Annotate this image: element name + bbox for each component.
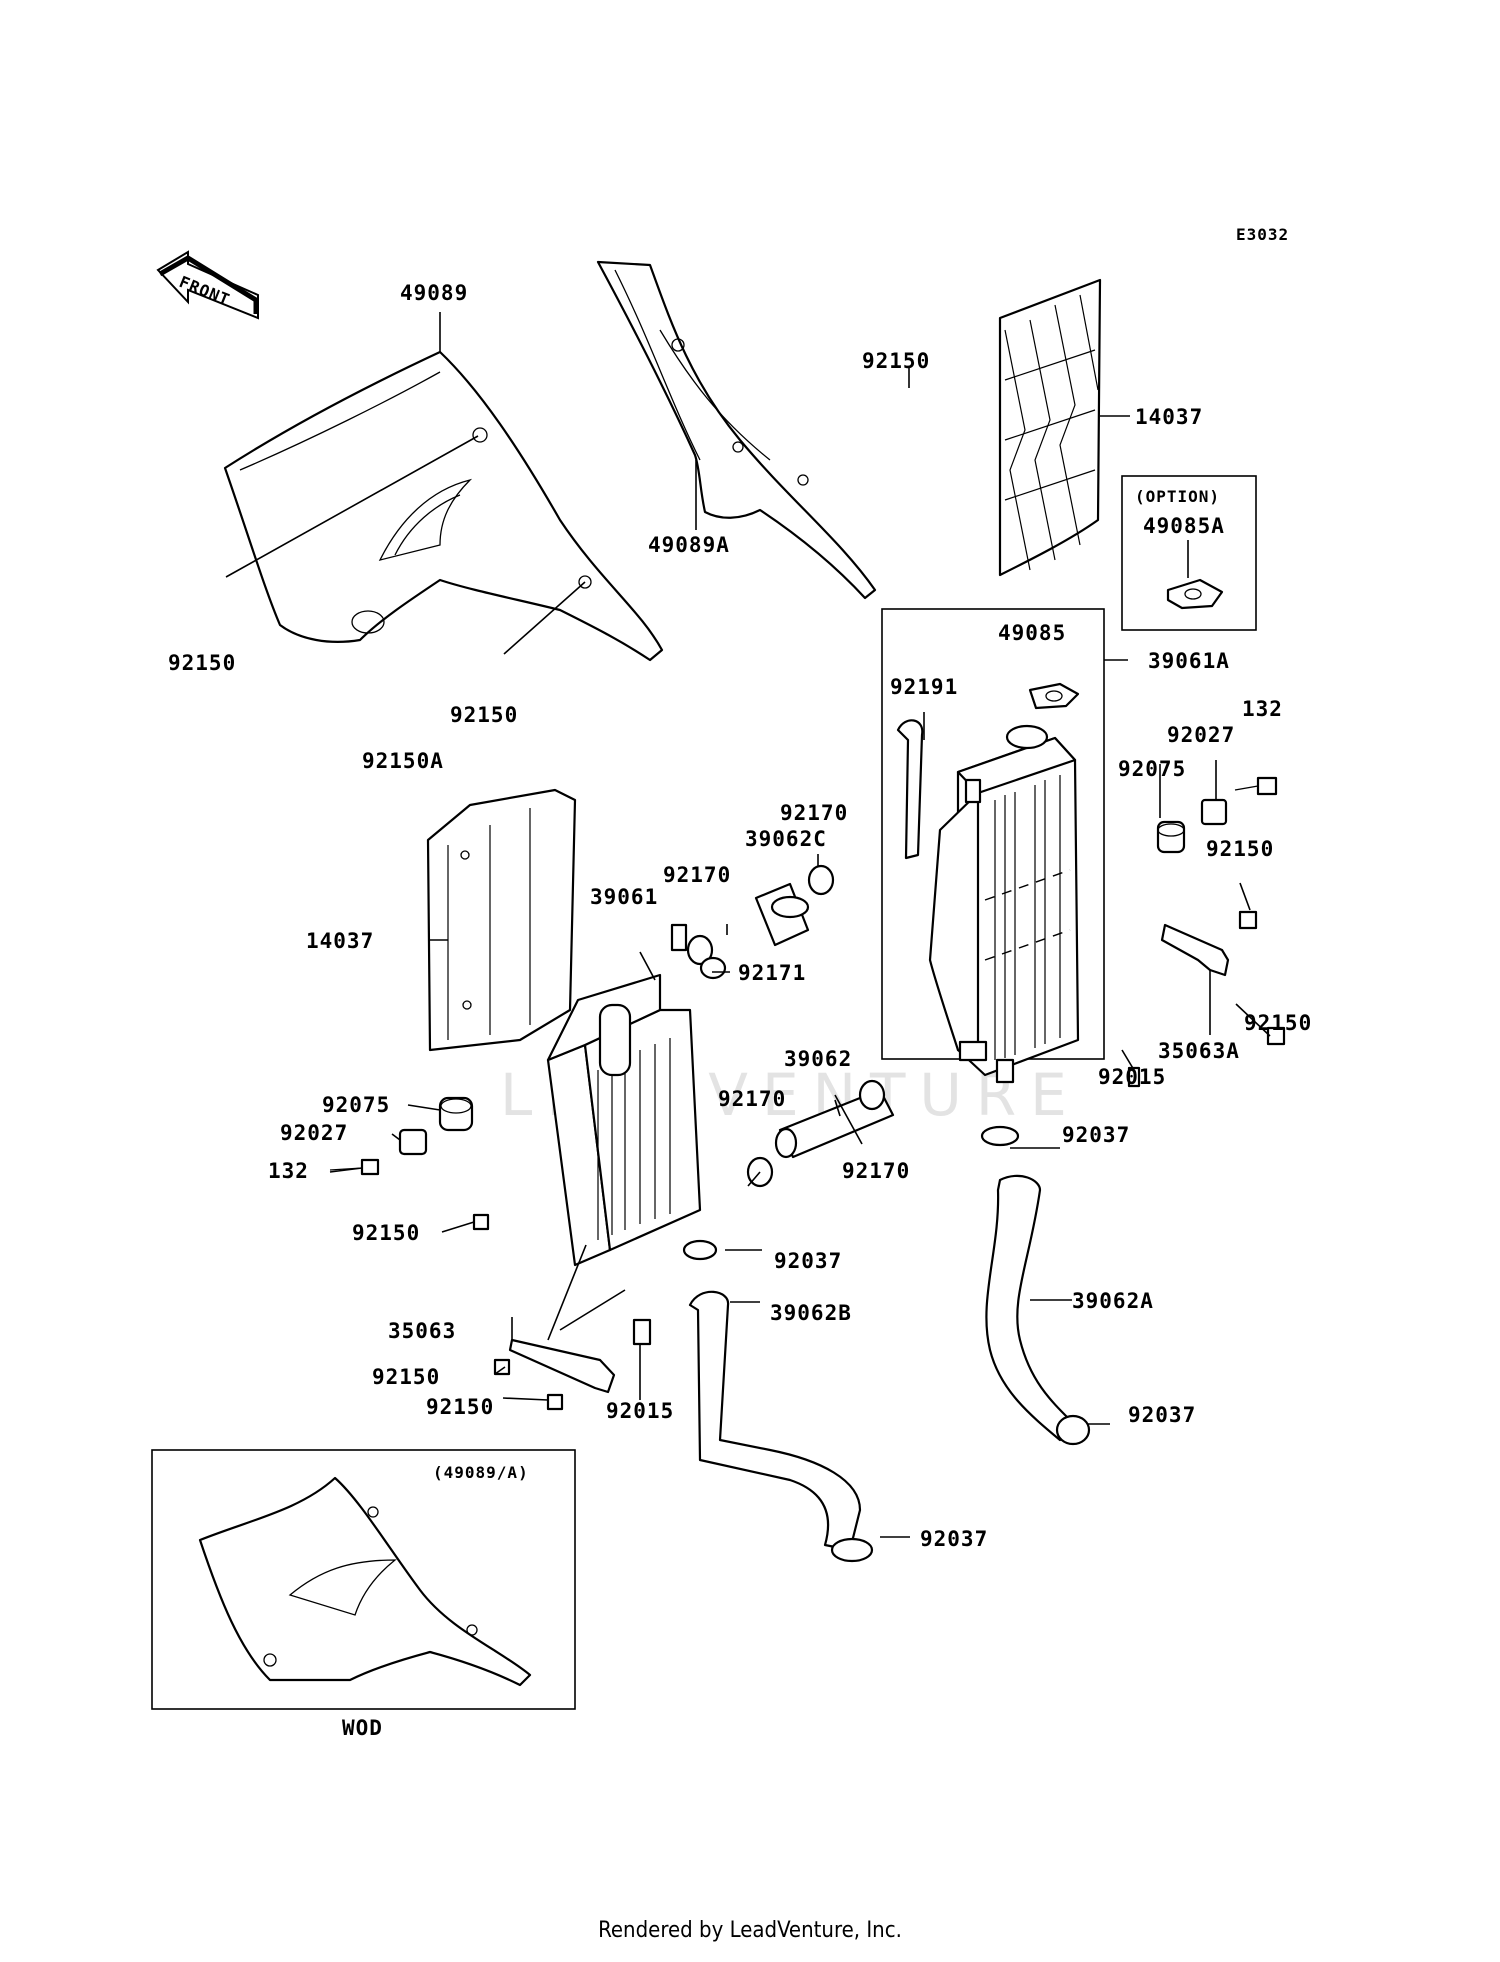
hose-39062A — [985, 1174, 1072, 1442]
radiator-shroud-left — [223, 350, 664, 662]
radiator-right — [928, 682, 1080, 1084]
label-132-right: 132 — [1242, 697, 1283, 721]
leader-lines — [225, 312, 1271, 1538]
option-box: (OPTION) 49085A — [1121, 475, 1257, 631]
label-92150-b2: 92150 — [426, 1395, 494, 1419]
inset-caption: WOD — [342, 1716, 383, 1740]
label-92075-right: 92075 — [1118, 757, 1186, 781]
label-92150-mid: 92150 — [450, 703, 518, 727]
inset-box: (49089/A) WOD — [151, 1449, 576, 1740]
label-92171: 92171 — [738, 961, 806, 985]
label-35063: 35063 — [388, 1319, 456, 1343]
label-92037-a: 92037 — [1062, 1123, 1130, 1147]
left-mount-parts — [329, 1096, 718, 1411]
label-92150-b1: 92150 — [372, 1365, 440, 1389]
label-92150-left: 92150 — [168, 651, 236, 675]
label-92170-a: 92170 — [780, 801, 848, 825]
label-92075-left: 92075 — [322, 1093, 390, 1117]
label-49089: 49089 — [400, 281, 468, 305]
label-92037-b: 92037 — [774, 1249, 842, 1273]
label-39061A: 39061A — [1148, 649, 1230, 673]
label-132-left: 132 — [268, 1159, 309, 1183]
front-arrow-icon: FRONT — [156, 250, 259, 320]
label-92037-c: 92037 — [1128, 1403, 1196, 1427]
footer-credit: Rendered by LeadVenture, Inc. — [598, 1918, 902, 1943]
label-39062A: 39062A — [1072, 1289, 1154, 1313]
label-92170-b: 92170 — [663, 863, 731, 887]
label-92191: 92191 — [890, 675, 958, 699]
label-92037-d: 92037 — [920, 1527, 988, 1551]
diagram-code: E3032 — [1236, 225, 1289, 244]
right-mount-parts — [980, 776, 1286, 1147]
label-92170-d: 92170 — [842, 1159, 910, 1183]
inset-title: (49089/A) — [433, 1463, 529, 1482]
label-39062B: 39062B — [770, 1301, 852, 1325]
radiator-guard-right — [998, 278, 1102, 577]
label-49089A: 49089A — [648, 533, 730, 557]
radiator-guard-left — [426, 788, 577, 1052]
label-92150-right1: 92150 — [1206, 837, 1274, 861]
option-title: (OPTION) — [1135, 487, 1220, 506]
hose-39062B — [688, 1290, 862, 1552]
breather-hose-92191 — [896, 719, 924, 860]
radiator-shroud-right — [596, 260, 877, 600]
label-92170-c: 92170 — [718, 1087, 786, 1111]
label-14037-left: 14037 — [306, 929, 374, 953]
label-39062C: 39062C — [745, 827, 827, 851]
label-39061: 39061 — [590, 885, 658, 909]
label-92027-right: 92027 — [1167, 723, 1235, 747]
hose-39062C — [686, 864, 835, 966]
label-14037-top: 14037 — [1135, 405, 1203, 429]
label-92150-left2: 92150 — [352, 1221, 420, 1245]
label-92150-right2: 92150 — [1244, 1011, 1312, 1035]
radiator-left — [546, 923, 727, 1267]
label-35063A: 35063A — [1158, 1039, 1240, 1063]
part-labels: 49089 49089A 92150 14037 92150 92150 921… — [168, 281, 1312, 1551]
label-49085: 49085 — [998, 621, 1066, 645]
label-92150-top: 92150 — [862, 349, 930, 373]
clamp-92037-lower-right — [1055, 1414, 1091, 1446]
label-92150A: 92150A — [362, 749, 444, 773]
clamp-92037-bottom — [830, 1537, 874, 1563]
label-92015-right: 92015 — [1098, 1065, 1166, 1089]
option-part-label: 49085A — [1143, 514, 1225, 538]
label-92027-left: 92027 — [280, 1121, 348, 1145]
label-39062: 39062 — [784, 1047, 852, 1071]
label-92015-left: 92015 — [606, 1399, 674, 1423]
